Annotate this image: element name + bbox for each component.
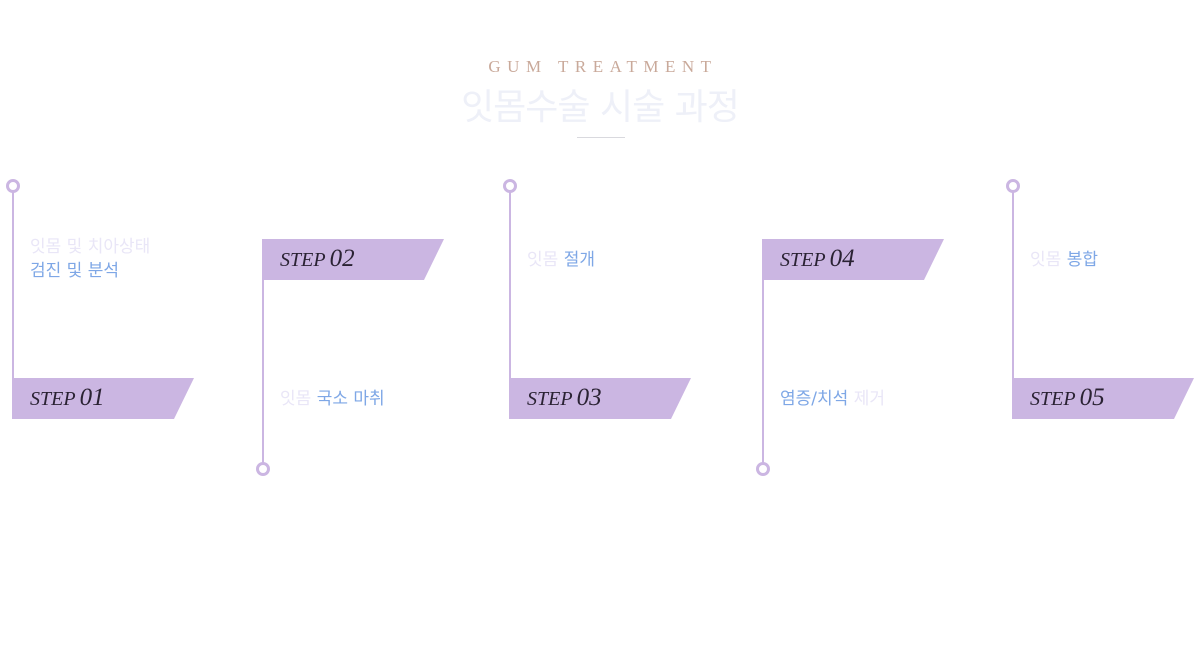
caption-muted: 잇몸 및 치아상태 bbox=[30, 237, 151, 257]
timeline-line bbox=[509, 190, 511, 379]
step-word: STEP bbox=[527, 388, 573, 410]
flag-shape bbox=[762, 239, 944, 280]
step-number: 05 bbox=[1079, 384, 1105, 411]
step-caption: 잇몸 국소 마취 bbox=[280, 387, 385, 411]
timeline-line bbox=[1012, 190, 1014, 379]
timeline-node-icon bbox=[256, 462, 270, 476]
section-eyebrow: GUM TREATMENT bbox=[488, 57, 718, 76]
caption-line: 검진 및 분석 bbox=[30, 259, 150, 283]
caption-muted: 잇몸 bbox=[527, 250, 564, 270]
timeline-line bbox=[762, 270, 764, 463]
flag-shape bbox=[509, 378, 691, 419]
timeline-line bbox=[262, 270, 264, 463]
caption-muted: 제거 bbox=[853, 389, 885, 409]
caption-line: 잇몸 절개 bbox=[527, 248, 595, 272]
caption-line: 잇몸 봉합 bbox=[1030, 248, 1098, 272]
timeline-node-icon bbox=[756, 462, 770, 476]
flag-shape bbox=[262, 239, 444, 280]
caption-emphasis: 봉합 bbox=[1066, 250, 1098, 270]
caption-line: 잇몸 및 치아상태 bbox=[30, 235, 150, 259]
step-word: STEP bbox=[1030, 388, 1076, 410]
section-title: 잇몸수술 시술 과정 bbox=[461, 87, 740, 128]
caption-emphasis: 절개 bbox=[563, 250, 595, 270]
step-word: STEP bbox=[280, 249, 326, 271]
caption-emphasis: 염증/치석 bbox=[780, 389, 854, 409]
timeline-node-icon bbox=[1006, 179, 1020, 193]
step-caption: 잇몸 봉합 bbox=[1030, 248, 1098, 272]
timeline-node-icon bbox=[503, 179, 517, 193]
step-number: 02 bbox=[329, 245, 355, 272]
flag-shape bbox=[1012, 378, 1194, 419]
caption-line: 잇몸 국소 마취 bbox=[280, 387, 385, 411]
caption-emphasis: 검진 및 분석 bbox=[30, 261, 120, 281]
caption-muted: 잇몸 bbox=[280, 389, 317, 409]
caption-muted: 잇몸 bbox=[1030, 250, 1067, 270]
title-divider bbox=[577, 137, 625, 138]
step-number: 01 bbox=[79, 384, 105, 411]
flag-shape bbox=[12, 378, 194, 419]
caption-line: 염증/치석 제거 bbox=[780, 387, 885, 411]
step-word: STEP bbox=[780, 249, 826, 271]
step-word: STEP bbox=[30, 388, 76, 410]
step-number: 03 bbox=[576, 384, 602, 411]
timeline-node-icon bbox=[6, 179, 20, 193]
timeline-line bbox=[12, 190, 14, 379]
step-caption: 염증/치석 제거 bbox=[780, 387, 885, 411]
step-number: 04 bbox=[829, 245, 855, 272]
caption-emphasis: 국소 마취 bbox=[316, 389, 385, 409]
step-caption: 잇몸 절개 bbox=[527, 248, 595, 272]
